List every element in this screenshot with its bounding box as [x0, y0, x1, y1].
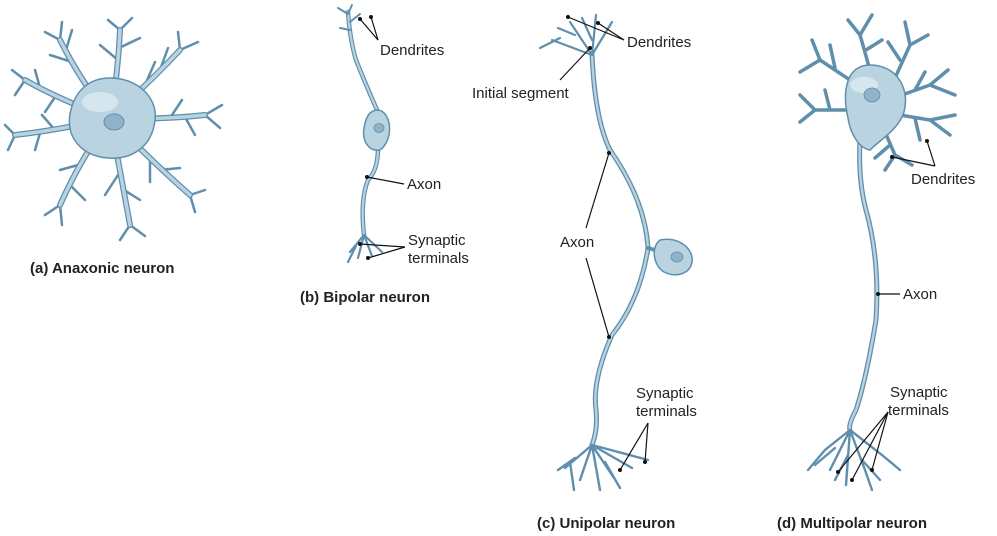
- multipolar-nucleus: [863, 87, 881, 103]
- multipolar-neuron: Dendrites Axon Synaptic terminals (d) Mu…: [777, 13, 975, 532]
- multipolar-synaptic-label-1: Synaptic: [890, 384, 948, 401]
- multipolar-cell-body: [844, 64, 907, 151]
- unipolar-dendrites-label: Dendrites: [627, 34, 691, 51]
- unipolar-axon-label: Axon: [560, 234, 594, 251]
- unipolar-processes: [538, 13, 664, 492]
- bipolar-synaptic-label-2: terminals: [408, 250, 469, 267]
- bipolar-nucleus: [373, 123, 385, 133]
- multipolar-dendrites-label: Dendrites: [911, 171, 975, 188]
- bipolar-synaptic-label-1: Synaptic: [408, 232, 466, 249]
- unipolar-nucleus: [670, 251, 684, 263]
- unipolar-initial-segment-label: Initial segment: [472, 85, 570, 102]
- anaxonic-highlight: [82, 92, 118, 112]
- anaxonic-caption: (a) Anaxonic neuron: [30, 260, 174, 277]
- unipolar-synaptic-label-2: terminals: [636, 403, 697, 420]
- bipolar-dendrites-label: Dendrites: [380, 42, 444, 59]
- multipolar-synaptic-label-2: terminals: [888, 402, 949, 419]
- multipolar-axon: [806, 137, 902, 492]
- bipolar-axon-label: Axon: [407, 176, 441, 193]
- unipolar-neuron: Dendrites Initial segment Axon Synaptic …: [472, 13, 697, 532]
- bipolar-processes: [337, 4, 384, 264]
- bipolar-caption: (b) Bipolar neuron: [300, 289, 430, 306]
- bipolar-neuron: Dendrites Axon Synaptic terminals (b) Bi…: [300, 4, 469, 306]
- unipolar-synaptic-label-1: Synaptic: [636, 385, 694, 402]
- multipolar-axon-label: Axon: [903, 286, 937, 303]
- multipolar-caption: (d) Multipolar neuron: [777, 515, 927, 532]
- anaxonic-nucleus: [103, 113, 125, 131]
- anaxonic-neuron: (a) Anaxonic neuron: [3, 16, 224, 277]
- unipolar-caption: (c) Unipolar neuron: [537, 515, 675, 532]
